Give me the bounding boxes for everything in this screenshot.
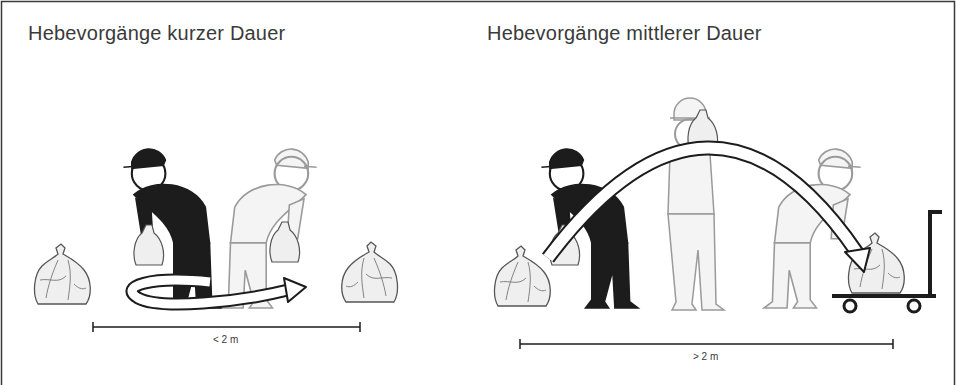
panel-heading: Hebevorgänge mittlerer Dauer [485,22,764,45]
dimension-label: < 2 m [211,334,240,346]
dimension-label: > 2 m [691,351,720,363]
panel-heading: Hebevorgänge kurzer Dauer [26,22,287,45]
